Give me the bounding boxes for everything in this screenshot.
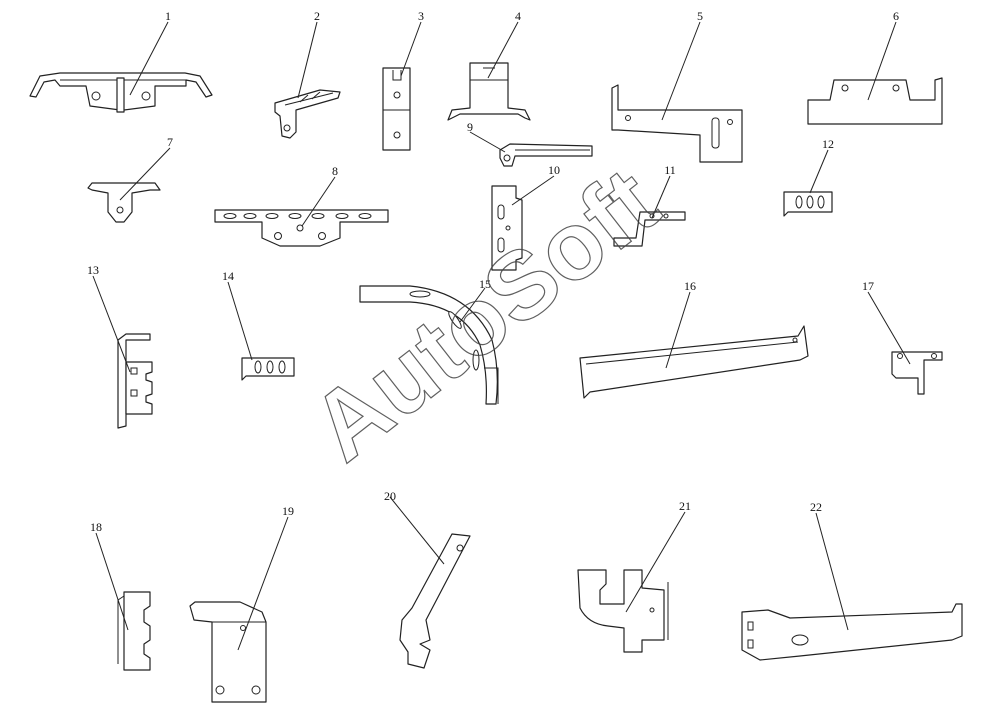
callout-17: 17 bbox=[862, 279, 874, 293]
part-20-bent-strap bbox=[399, 533, 471, 669]
leader-line-11 bbox=[651, 175, 671, 219]
part-7-bracket bbox=[87, 182, 161, 223]
watermark-text: AutoSoft bbox=[292, 148, 677, 482]
leader-line-8 bbox=[301, 176, 336, 227]
leader-line-22 bbox=[815, 512, 849, 631]
part-15-arc-bracket bbox=[359, 285, 499, 405]
part-1-bracket bbox=[29, 72, 213, 113]
part-9-bracket bbox=[499, 143, 593, 167]
part-8-rail bbox=[214, 209, 389, 247]
leader-line-12 bbox=[809, 149, 829, 194]
leader-line-4 bbox=[487, 21, 519, 79]
callout-4: 4 bbox=[515, 9, 521, 23]
leader-line-13 bbox=[92, 275, 131, 373]
callout-10: 10 bbox=[548, 163, 560, 177]
part-4-bracket bbox=[447, 62, 531, 121]
callout-1: 1 bbox=[165, 9, 171, 23]
leader-line-16 bbox=[665, 291, 691, 369]
leader-line-5 bbox=[661, 21, 701, 121]
leader-line-20 bbox=[389, 496, 445, 565]
leader-line-9 bbox=[469, 131, 506, 153]
callout-16: 16 bbox=[684, 279, 696, 293]
callout-21: 21 bbox=[679, 499, 691, 513]
part-17-bracket bbox=[891, 351, 943, 395]
part-3-plate bbox=[382, 67, 411, 151]
leader-line-15 bbox=[459, 287, 486, 323]
leader-line-1 bbox=[129, 21, 169, 96]
part-21-bracket bbox=[577, 569, 669, 653]
part-18-strip bbox=[117, 591, 151, 671]
leader-line-10 bbox=[511, 175, 555, 206]
leader-line-21 bbox=[625, 511, 686, 613]
callout-6: 6 bbox=[893, 9, 899, 23]
callout-13: 13 bbox=[87, 263, 99, 277]
leader-line-6 bbox=[867, 21, 897, 101]
part-5-bracket bbox=[611, 84, 743, 163]
leader-line-7 bbox=[119, 147, 171, 201]
part-2-bracket bbox=[274, 89, 341, 139]
callout-3: 3 bbox=[418, 9, 424, 23]
part-13-strip bbox=[117, 333, 153, 429]
callout-12: 12 bbox=[822, 137, 834, 151]
callout-5: 5 bbox=[697, 9, 703, 23]
leader-line-18 bbox=[95, 532, 129, 631]
leader-line-14 bbox=[227, 281, 253, 361]
leader-line-19 bbox=[237, 516, 289, 651]
part-6-plate bbox=[807, 77, 943, 125]
callout-2: 2 bbox=[314, 9, 320, 23]
callout-19: 19 bbox=[282, 504, 294, 518]
callout-15: 15 bbox=[479, 277, 491, 291]
callout-7: 7 bbox=[167, 135, 173, 149]
leader-line-17 bbox=[867, 291, 911, 365]
callout-9: 9 bbox=[467, 120, 473, 134]
callout-20: 20 bbox=[384, 489, 396, 503]
callout-22: 22 bbox=[810, 500, 822, 514]
part-19-bracket bbox=[189, 601, 267, 703]
part-12-clip bbox=[783, 191, 833, 217]
callout-11: 11 bbox=[664, 163, 676, 177]
callout-18: 18 bbox=[90, 520, 102, 534]
callout-14: 14 bbox=[222, 269, 234, 283]
leader-line-3 bbox=[400, 21, 422, 77]
callout-8: 8 bbox=[332, 164, 338, 178]
part-22-long-bracket bbox=[741, 603, 963, 661]
part-16-long-bracket bbox=[579, 325, 809, 399]
part-10-clip bbox=[491, 185, 523, 271]
leader-line-2 bbox=[297, 21, 318, 99]
part-14-clip bbox=[241, 357, 295, 381]
